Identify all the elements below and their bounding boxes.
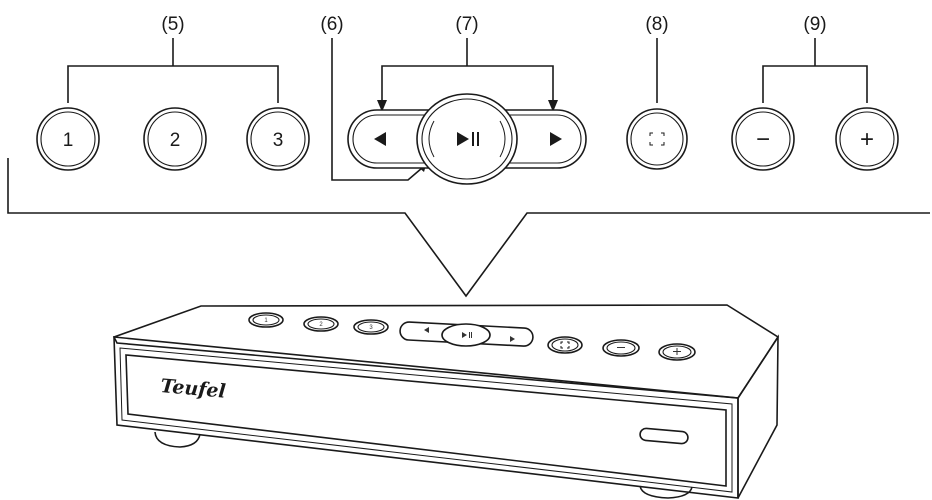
device-volume-down [602,339,640,357]
play-pause-button[interactable] [428,120,506,158]
brand-logo: Teufel [160,375,227,403]
next-button[interactable] [550,132,562,146]
device-preset-1: 1 [248,312,284,328]
corner-brackets-icon [649,132,665,146]
device-body [112,304,780,499]
device-top [112,304,780,399]
preset-2-label: 2 [170,130,181,151]
device-preset-3: 3 [353,319,389,335]
callout-transport-label: (7) [455,14,478,35]
callout-volume-label: (9) [803,14,826,35]
play-pause-icon [457,132,479,146]
preset-1-button[interactable]: 1 [36,107,100,171]
volume-down-label: − [756,126,770,153]
volume-up-button[interactable]: + [835,107,899,171]
connect-button[interactable] [626,108,688,170]
volume-up-label: + [860,126,874,153]
device-front [113,336,739,499]
device-connect [547,336,583,354]
preset-3-label: 3 [273,130,284,151]
device-volume-up [658,343,696,361]
device-top-controls: 1 2 3 [248,312,696,361]
volume-down-button[interactable]: − [731,107,795,171]
triangle-right-icon [550,132,562,146]
previous-button[interactable] [374,132,386,146]
callout-connect-label: (8) [645,14,668,35]
device-preset-2: 2 [303,316,339,332]
zoom-frame [7,158,930,298]
preset-3-button[interactable]: 3 [246,107,310,171]
callout-presets-label: (5) [161,14,184,35]
svg-text:2: 2 [319,322,323,328]
callout-source-label: (6) [320,14,343,35]
svg-text:1: 1 [264,318,268,324]
front-light-bar [639,427,689,445]
preset-1-label: 1 [63,130,74,151]
preset-2-button[interactable]: 2 [143,107,207,171]
svg-text:3: 3 [369,325,373,331]
device-transport [399,321,534,347]
triangle-left-icon [374,132,386,146]
